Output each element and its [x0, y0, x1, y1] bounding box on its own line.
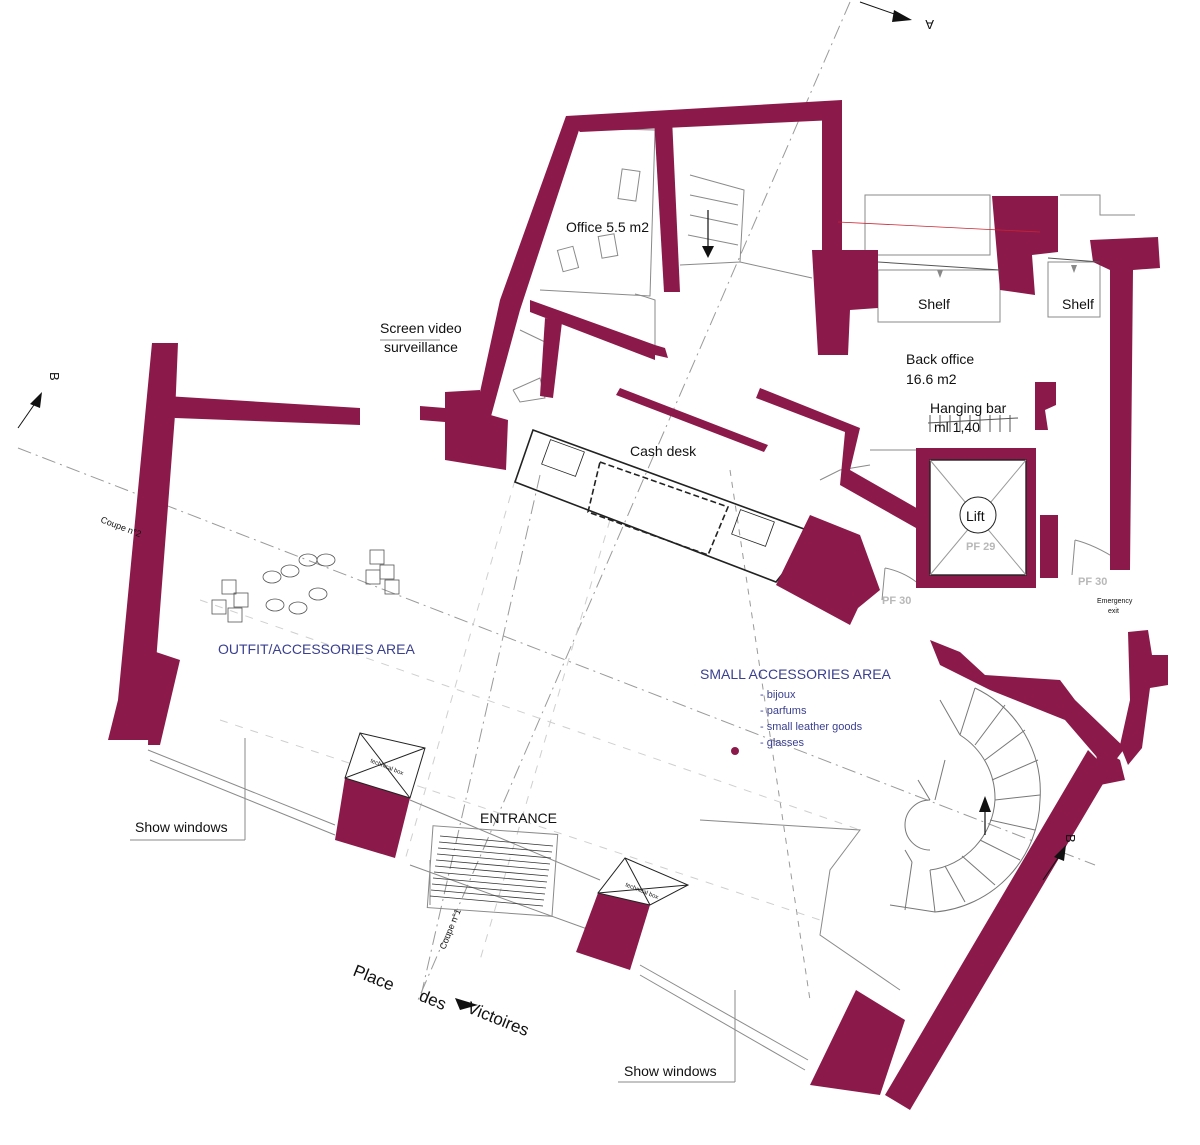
street-word-3: Victoires [465, 998, 532, 1040]
hanging-bar-label: Hanging bar [930, 400, 1007, 416]
entrance-label: ENTRANCE [480, 810, 557, 826]
accessories-marker [731, 747, 739, 755]
shelf-arrows [937, 265, 1077, 278]
small-accessories-area-label: SMALL ACCESSORIES AREA [700, 666, 892, 682]
section-b-right-label: B [1063, 834, 1078, 843]
shelf-line-2 [1047, 257, 1101, 263]
section-arrow-b-right [1042, 845, 1066, 881]
outfit-area-label: OUTFIT/ACCESSORIES AREA [218, 641, 415, 657]
outfit-furniture [211, 549, 400, 623]
screen-label-2: surveillance [384, 339, 458, 355]
pf30-label-a: PF 30 [882, 595, 911, 607]
hanging-bar [927, 415, 1019, 432]
back-office-area-label: 16.6 m2 [906, 371, 957, 387]
hanging-bar-length-label: ml 1,40 [934, 419, 980, 435]
emergency-exit-label-1: Emergency [1097, 598, 1133, 605]
street-word-1: Place [351, 961, 398, 995]
entrance-grating [429, 835, 554, 907]
technical-boxes [344, 732, 690, 906]
pf29-label: PF 29 [966, 541, 995, 553]
spiral-staircase [889, 687, 1041, 913]
office-label: Office 5.5 m2 [566, 219, 649, 235]
staircase-arrow [979, 796, 991, 835]
section-a-label: A [925, 17, 934, 32]
grid-lines [199, 479, 861, 961]
screen-label-1: Screen video [380, 320, 462, 336]
cash-desk-label: Cash desk [630, 443, 697, 459]
lift-label: Lift [966, 508, 985, 524]
section-arrow-a [859, 1, 912, 22]
shelf-right-label: Shelf [1062, 296, 1094, 312]
show-windows-right-label: Show windows [624, 1063, 717, 1079]
shelf-line [877, 261, 1001, 271]
lift-shaft [916, 448, 1036, 588]
show-windows-left-label: Show windows [135, 819, 228, 835]
section-lines [17, 1, 1096, 1001]
office-stair-arrow [702, 210, 714, 258]
accessory-item: - small leather goods [760, 721, 863, 733]
accessory-item: - glasses [760, 737, 805, 749]
pf30-label-b: PF 30 [1078, 576, 1107, 588]
coupe-1-label: Coupe n°1 [438, 907, 463, 950]
section-b-left-label: B [47, 372, 62, 381]
back-office-label: Back office [906, 351, 974, 367]
accessory-item: - bijoux [760, 689, 796, 701]
street-word-2: des [417, 986, 450, 1014]
section-arrow-b-left [17, 392, 42, 429]
back-office-red-line [837, 221, 1041, 233]
section-arrow-street [455, 998, 478, 1010]
cash-desk [513, 428, 817, 583]
walls [108, 100, 1168, 1110]
shelf-left-label: Shelf [918, 296, 950, 312]
accessory-item: - parfums [760, 705, 807, 717]
emergency-exit-label-2: exit [1108, 608, 1119, 615]
